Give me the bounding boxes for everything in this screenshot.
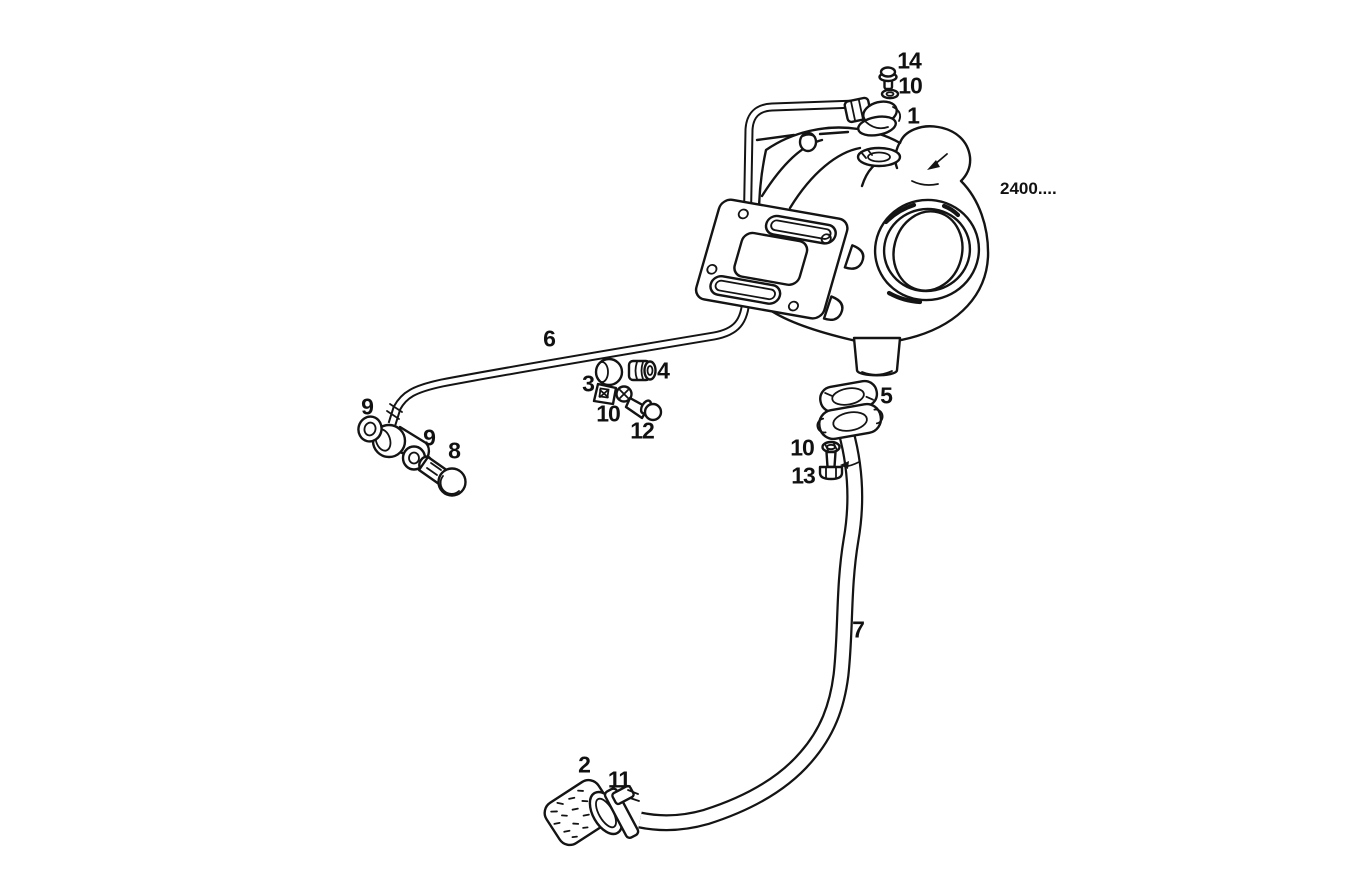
- bolt-12: [624, 396, 663, 422]
- banjo-union-fitting: [843, 96, 902, 137]
- top-boss: [798, 131, 818, 153]
- nut-4: [627, 359, 657, 382]
- oil-drain-pipe: [638, 429, 864, 832]
- washer-10-mid: [615, 385, 633, 403]
- bolt-14: [878, 66, 898, 91]
- washer-10-drain: [821, 440, 841, 454]
- part-callout-10b: 10: [596, 400, 621, 427]
- part-callout-2: 2: [578, 751, 591, 778]
- banjo-bolt-8: [417, 455, 467, 497]
- figure-code: 2400....: [1000, 179, 1057, 198]
- part-callout-14: 14: [897, 47, 922, 74]
- hose-sleeve-2: [543, 778, 624, 847]
- washer-10-top: [880, 88, 900, 100]
- part-callout-3: 3: [582, 370, 595, 397]
- part-callout-1: 1: [907, 102, 920, 129]
- flange-center-opening: [733, 231, 809, 286]
- part-callout-4: 4: [657, 357, 670, 384]
- turbine-outlet-rings: [873, 198, 981, 305]
- oil-feed-pipe: [387, 99, 858, 426]
- part-callout-13: 13: [791, 462, 816, 489]
- hose-clamp-11: [603, 784, 640, 840]
- part-callout-5: 5: [880, 382, 893, 409]
- mounting-flange-plate: [694, 198, 865, 321]
- washer-9-a: [357, 415, 383, 443]
- part-callout-12: 12: [630, 417, 655, 444]
- flange-slot-bottom: [709, 275, 782, 305]
- part-callout-9a: 9: [361, 393, 374, 420]
- part-callout-11: 11: [607, 766, 631, 793]
- bolt-13: [818, 450, 844, 481]
- part-callout-10a: 10: [898, 72, 923, 99]
- part-callout-6: 6: [543, 325, 556, 352]
- flange-slot-top: [764, 214, 837, 245]
- pipe-clamp-3: [592, 357, 624, 406]
- oil-inlet-port: [856, 146, 902, 168]
- part-callout-9b: 9: [423, 424, 436, 451]
- part-callout-7: 7: [852, 616, 865, 643]
- part-callout-10c: 10: [790, 434, 815, 461]
- oil-drain-boss: [852, 336, 902, 377]
- part-callout-8: 8: [448, 437, 461, 464]
- assembly-arrow: [840, 461, 860, 469]
- drain-pipe-flange: [816, 402, 884, 441]
